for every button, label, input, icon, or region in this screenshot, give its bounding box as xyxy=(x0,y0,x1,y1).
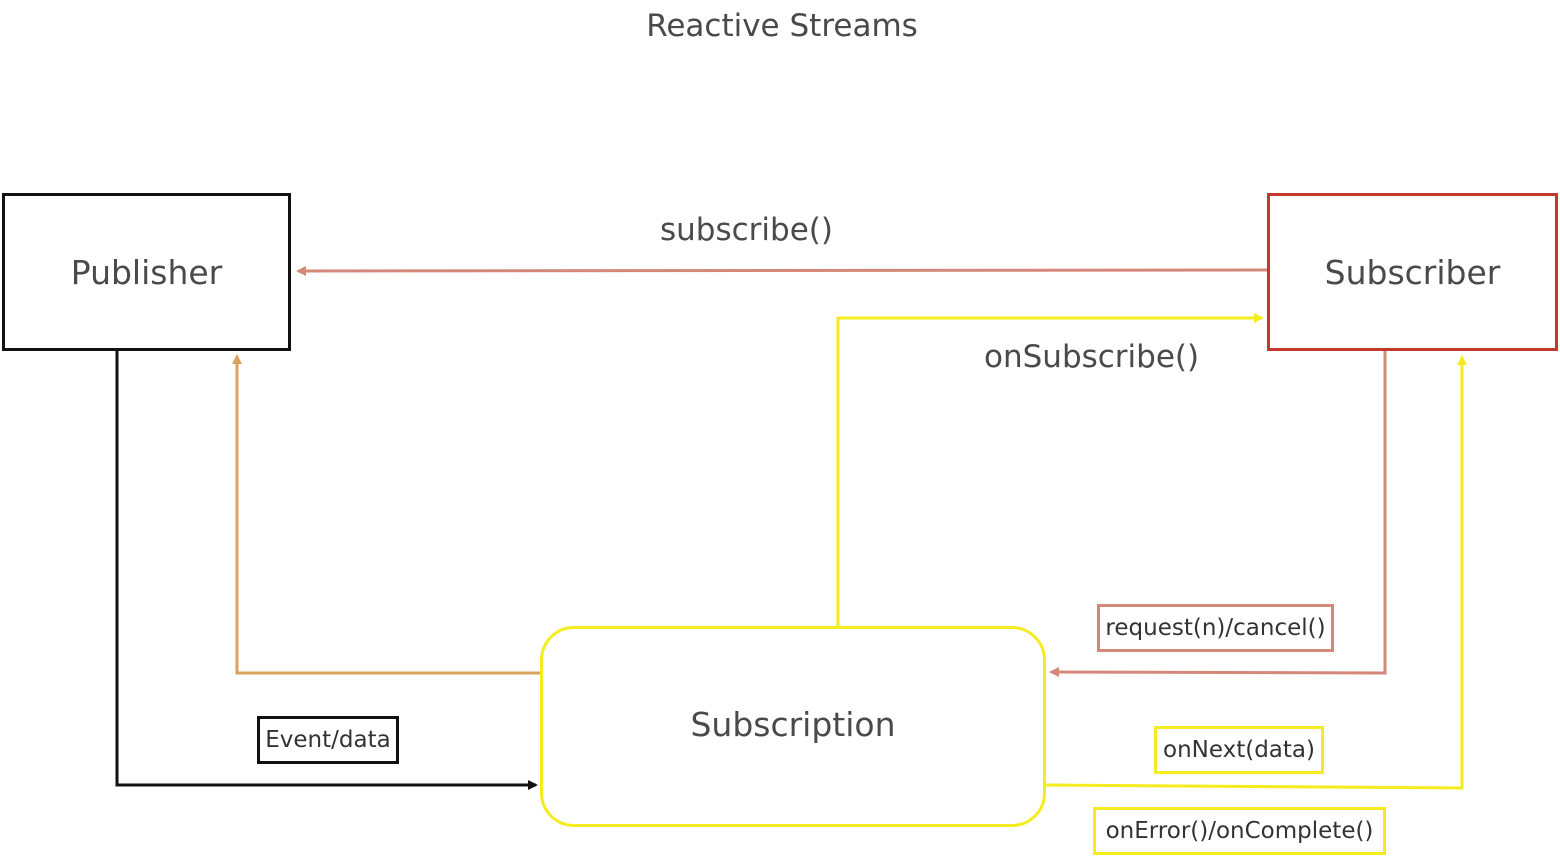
on-error-complete-tag-text: onError()/onComplete() xyxy=(1105,818,1374,844)
subscribe-label: subscribe() xyxy=(660,212,833,248)
subscription-node: Subscription xyxy=(540,626,1046,827)
event-data-tag-text: Event/data xyxy=(265,727,391,753)
on-next-tag: onNext(data) xyxy=(1154,726,1324,774)
on-next-arrow xyxy=(1045,355,1467,790)
diagram-title: Reactive Streams xyxy=(646,8,918,44)
subscriber-node: Subscriber xyxy=(1267,193,1558,351)
subscription-to-publisher-arrow xyxy=(232,354,540,675)
subscribe-arrow xyxy=(296,265,1268,276)
event-data-arrow xyxy=(115,351,538,790)
subscription-label: Subscription xyxy=(690,705,896,744)
request-cancel-tag: request(n)/cancel() xyxy=(1097,604,1334,652)
request-cancel-arrow xyxy=(1049,351,1387,678)
on-subscribe-arrow xyxy=(836,313,1264,626)
publisher-label: Publisher xyxy=(70,252,223,292)
event-data-tag: Event/data xyxy=(257,716,399,764)
on-error-complete-tag: onError()/onComplete() xyxy=(1093,807,1386,855)
subscriber-label: Subscriber xyxy=(1324,252,1501,292)
on-next-tag-text: onNext(data) xyxy=(1163,737,1315,763)
on-subscribe-label: onSubscribe() xyxy=(984,339,1200,375)
request-cancel-tag-text: request(n)/cancel() xyxy=(1105,615,1326,641)
publisher-node: Publisher xyxy=(2,193,291,351)
